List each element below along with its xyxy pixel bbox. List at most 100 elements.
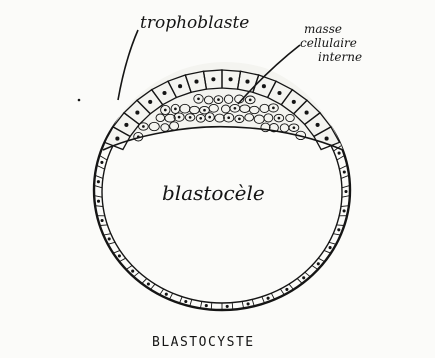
wall-cell-boundary xyxy=(211,303,212,310)
icm-nucleus xyxy=(143,126,145,128)
wall-cell-nucleus xyxy=(345,190,347,192)
trophoblast-nucleus xyxy=(229,78,232,81)
trophoblast-label: trophoblaste xyxy=(140,13,249,33)
wall-cell-nucleus xyxy=(247,303,249,305)
icm-nucleus xyxy=(218,99,220,101)
icm-nucleus xyxy=(137,136,139,138)
wall-cell-nucleus xyxy=(108,238,110,240)
trophoblast-nucleus xyxy=(179,85,182,88)
wall-cell-boundary xyxy=(297,279,302,284)
wall-cell-nucleus xyxy=(286,288,288,290)
wall-cell-boundary xyxy=(312,266,318,270)
wall-cell-boundary xyxy=(95,175,103,178)
wall-cell-boundary xyxy=(99,155,107,160)
trophoblast-nucleus xyxy=(212,78,215,81)
icm-nucleus xyxy=(200,117,202,119)
wall-cell-boundary xyxy=(337,225,345,226)
wall-cell-boundary xyxy=(318,258,324,261)
icm-nucleus xyxy=(189,117,191,119)
wall-cell-boundary xyxy=(324,250,331,253)
icm-label-line3: interne xyxy=(318,50,362,64)
wall-cell-nucleus xyxy=(147,283,149,285)
wall-cell-boundary xyxy=(329,242,336,244)
wall-cell-boundary xyxy=(94,185,102,187)
wall-cell-boundary xyxy=(337,155,345,160)
icm-nucleus xyxy=(249,99,251,101)
wall-cell-nucleus xyxy=(338,152,340,154)
wall-cell-boundary xyxy=(97,165,105,169)
wall-cell-nucleus xyxy=(267,297,269,299)
wall-cell-nucleus xyxy=(343,210,345,212)
wall-cell-boundary xyxy=(113,250,120,253)
wall-cell-boundary xyxy=(339,165,347,169)
figure-caption: BLASTOCYSTE xyxy=(152,335,255,350)
trophoblast-nucleus xyxy=(116,137,119,140)
wall-cell-boundary xyxy=(142,279,147,284)
wall-cell-boundary xyxy=(341,175,349,178)
icm-nucleus xyxy=(164,109,166,111)
icm-nucleus xyxy=(273,107,275,109)
icm-nucleus xyxy=(198,98,200,100)
trophoblast-nucleus xyxy=(316,124,319,127)
wall-cell-nucleus xyxy=(343,171,345,173)
wall-cells xyxy=(94,146,350,310)
trophoblast-nucleus xyxy=(292,101,295,104)
icm-nucleus xyxy=(209,116,211,118)
icm-nucleus xyxy=(239,118,241,120)
wall-cell-boundary xyxy=(271,293,274,299)
wall-cell-nucleus xyxy=(329,247,331,249)
wall-cell-nucleus xyxy=(185,300,187,302)
wall-cell-nucleus xyxy=(101,219,103,221)
stray-dot xyxy=(78,99,81,102)
wall-cell-nucleus xyxy=(205,305,207,307)
trophoblast-nucleus xyxy=(136,111,139,114)
icm-label-line2: cellulaire xyxy=(300,36,357,50)
wall-cell-boundary xyxy=(134,272,140,277)
wall-cell-boundary xyxy=(305,272,311,277)
cavity-label: blastocèle xyxy=(162,181,265,205)
trophoblast-pointer-line xyxy=(118,30,138,100)
wall-cell-boundary xyxy=(160,289,164,295)
icm-nucleus xyxy=(278,117,280,119)
trophoblast-nucleus xyxy=(278,92,281,95)
wall-cell-nucleus xyxy=(97,200,99,202)
wall-cell-boundary xyxy=(190,299,192,306)
wall-cell-nucleus xyxy=(317,263,319,265)
wall-cell-nucleus xyxy=(118,255,120,257)
trophoblast-nucleus xyxy=(305,111,308,114)
icm-nucleus xyxy=(175,108,177,110)
wall-cell-boundary xyxy=(126,266,132,270)
wall-cell-nucleus xyxy=(226,305,228,307)
icm-label-line1: masse xyxy=(304,22,342,36)
icm-nucleus xyxy=(204,109,206,111)
trophoblast-nucleus xyxy=(246,80,249,83)
wall-cell-nucleus xyxy=(101,161,103,163)
wall-cell-boundary xyxy=(169,293,172,299)
wall-cell-boundary xyxy=(232,303,233,310)
wall-cell-boundary xyxy=(289,284,294,289)
wall-cell-boundary xyxy=(100,225,108,226)
trophoblast-nucleus xyxy=(195,80,198,83)
wall-cell-boundary xyxy=(333,234,340,235)
trophoblast-nucleus xyxy=(163,92,166,95)
icm-nucleus xyxy=(178,116,180,118)
wall-cell-nucleus xyxy=(165,293,167,295)
icm-nucleus xyxy=(293,127,295,129)
trophoblast-nucleus xyxy=(263,85,266,88)
trophoblast-nucleus xyxy=(149,101,152,104)
icm-nucleus xyxy=(234,107,236,109)
wall-cell-boundary xyxy=(342,185,350,187)
wall-cell-boundary xyxy=(280,289,284,295)
wall-cell-boundary xyxy=(151,284,156,289)
wall-cell-boundary xyxy=(262,297,265,304)
wall-cell-boundary xyxy=(108,242,115,244)
wall-cell-boundary xyxy=(119,258,125,261)
icm-nucleus xyxy=(228,117,230,119)
trophoblast-nucleus xyxy=(325,137,328,140)
wall-cell-boundary xyxy=(180,297,183,304)
trophoblast-nucleus xyxy=(125,124,128,127)
wall-cell-boundary xyxy=(103,234,110,235)
wall-cell-nucleus xyxy=(97,181,99,183)
wall-cell-nucleus xyxy=(303,277,305,279)
